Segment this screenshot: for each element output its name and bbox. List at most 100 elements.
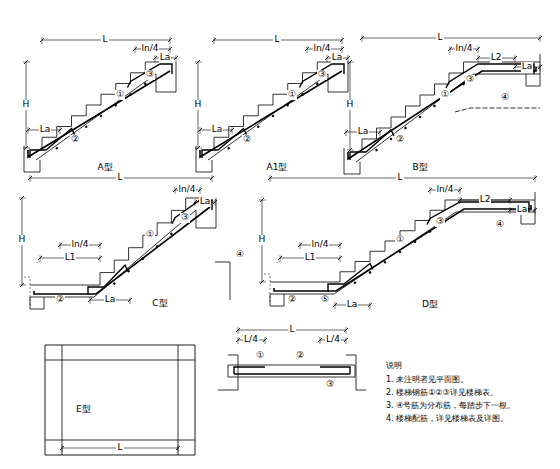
distribution-bar <box>376 149 378 151</box>
dimension-label: ⑤ <box>320 295 330 305</box>
drawing-line <box>515 64 516 71</box>
drawing-line <box>62 445 63 452</box>
dimension-label: ③ <box>180 213 190 223</box>
dimension-label: ② <box>287 295 297 305</box>
drawing-line <box>380 129 381 136</box>
drawing-line <box>36 74 156 160</box>
drawing-line <box>340 242 341 249</box>
drawing-line <box>478 55 479 62</box>
note-text: 说明 <box>385 362 403 371</box>
drawing-line <box>218 355 238 390</box>
dimension-label: ③ <box>325 380 335 390</box>
drawing-line <box>340 255 341 262</box>
drawing-line <box>348 67 536 159</box>
drawing-line <box>370 302 371 309</box>
dimension-label: C型 <box>151 299 168 309</box>
dimension-label: La <box>346 300 359 310</box>
drawing-line <box>300 242 301 249</box>
drawing-line <box>510 197 511 204</box>
dimension-label: L2 <box>490 53 503 63</box>
dimension-label: La <box>516 205 529 215</box>
dimension-label: ② <box>55 295 65 305</box>
dimension-label: ln/4 <box>455 44 474 54</box>
dimension-label: ln/4 <box>313 44 332 54</box>
drawing-line <box>348 55 349 62</box>
dimension-label: ④ <box>500 93 510 103</box>
drawing-line <box>362 38 540 39</box>
drawing-line <box>265 337 266 344</box>
distribution-bar <box>419 116 421 118</box>
distribution-bar <box>302 94 304 96</box>
distribution-bar <box>316 83 318 85</box>
drawing-line <box>45 440 195 441</box>
drawing-line <box>178 345 179 455</box>
dimension-label: A1型 <box>266 163 289 173</box>
dimension-label: ① <box>440 90 450 100</box>
dimension-label: ln/4 <box>71 240 90 250</box>
drawing-line <box>342 37 343 44</box>
drawing-line <box>42 37 43 44</box>
drawing-line <box>342 46 343 53</box>
dimension-label: H <box>18 235 27 245</box>
dimension-label: L <box>288 325 295 335</box>
distribution-bar <box>390 138 392 140</box>
dimension-label: L <box>116 173 123 183</box>
dimension-label: ① <box>255 351 265 361</box>
drawing-line <box>270 294 284 306</box>
drawing-line <box>23 148 30 149</box>
drawing-line <box>347 62 354 63</box>
distribution-bar <box>429 231 431 233</box>
drawing-line <box>170 37 171 44</box>
drawing-line <box>195 62 202 63</box>
drawing-line <box>212 175 213 182</box>
drawing-line <box>208 74 328 160</box>
distribution-bar <box>399 251 401 253</box>
drawing-line <box>45 360 195 361</box>
drawing-line <box>259 200 266 201</box>
drawing-line <box>264 274 270 304</box>
dimension-label: L/4 <box>325 335 341 345</box>
dimension-label: La <box>104 295 117 305</box>
drawing-line <box>88 265 128 295</box>
dimension-label: ① <box>145 230 155 240</box>
dimension-label: ① <box>287 90 297 100</box>
dimension-label: D型 <box>421 300 439 310</box>
drawing-line <box>24 277 30 307</box>
drawing-line <box>328 264 373 293</box>
dimension-label: L2 <box>479 195 492 205</box>
distribution-bar <box>384 261 386 263</box>
drawing-line <box>62 345 63 455</box>
dimension-label: La <box>211 125 224 135</box>
drawing-line <box>362 35 363 42</box>
distribution-bar <box>142 258 144 260</box>
drawing-line <box>450 46 451 53</box>
drawing-line <box>155 55 156 62</box>
drawing-line <box>23 62 30 63</box>
drawing-line <box>100 242 101 249</box>
distribution-bar <box>272 115 274 117</box>
drawing-line <box>300 64 345 88</box>
drawing-line <box>346 327 347 334</box>
drawing-line <box>30 175 31 182</box>
dimension-label: ① <box>115 90 125 100</box>
dimension-label: ② <box>395 135 405 145</box>
dimension-label: ④ <box>235 250 245 260</box>
dimension-label: A型 <box>96 163 113 173</box>
drawing-line <box>90 297 91 304</box>
dimension-label: La <box>521 62 534 72</box>
drawing-line <box>19 285 26 286</box>
drawing-line <box>478 46 479 53</box>
drawing-line <box>460 197 461 204</box>
drawing-line <box>30 210 196 297</box>
drawing-line <box>30 198 200 285</box>
drawing-line <box>307 46 308 53</box>
drawing-line <box>215 262 230 300</box>
dimension-label: ln/4 <box>141 44 160 54</box>
dimension-label: ③ <box>435 217 445 227</box>
note-text: 4. 楼梯配筋，详见楼梯表及详图。 <box>385 415 509 424</box>
dimension-label: L1 <box>64 253 77 263</box>
drawing-line <box>24 146 40 172</box>
distribution-bar <box>228 147 230 149</box>
dimension-label: ln/4 <box>436 185 455 195</box>
